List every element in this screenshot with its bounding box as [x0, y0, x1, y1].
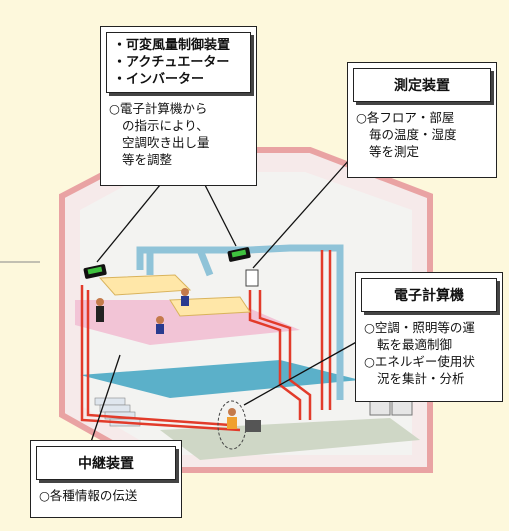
sensor-device: [245, 269, 259, 287]
desc-line: ○空調・照明等の運: [364, 320, 475, 335]
computer-description: ○空調・照明等の運 転を最適制御 ○エネルギー使用状 況を集計・分析: [356, 317, 502, 389]
person-figure: [181, 288, 189, 296]
actuator-box: ・可変風量制御装置 ・アクチュエーター ・インバーター ○電子計算機から の指示…: [100, 26, 257, 186]
desc-line: 転を最適制御: [377, 337, 453, 352]
ceiling-panel: [169, 296, 251, 317]
callout-lines: [89, 149, 361, 446]
ceiling-panel: [98, 274, 192, 296]
person-figure: [156, 324, 164, 334]
controller-device-right: [227, 247, 251, 262]
desc-line: ○エネルギー使用状: [364, 354, 475, 369]
computer-box: 電子計算機 ○空調・照明等の運 転を最適制御 ○エネルギー使用状 況を集計・分析: [355, 272, 503, 402]
person-figure: [181, 296, 189, 306]
measure-box: 測定装置 ○各フロア・部屋 毎の温度・湿度 等を測定: [347, 62, 497, 178]
desc-line: 空調吹き出し量: [122, 135, 210, 150]
person-figure: [96, 306, 104, 322]
relay-description: ○各種情報の伝送: [31, 485, 181, 506]
desc-line: ○各フロア・部屋: [356, 110, 455, 125]
measure-description: ○各フロア・部屋 毎の温度・湿度 等を測定: [348, 107, 496, 162]
operator-figure: [228, 408, 236, 416]
desc-line: ○電子計算機から: [109, 101, 208, 116]
actuator-description: ○電子計算機から の指示により、 空調吹き出し量 等を調整: [101, 98, 256, 170]
person-figure: [156, 316, 164, 324]
desc-line: 況を集計・分析: [377, 371, 465, 386]
desc-line: ○各種情報の伝送: [39, 488, 138, 503]
relay-box-title: 中継装置: [36, 446, 176, 480]
actuator-item: ・アクチュエーター: [113, 55, 230, 70]
controller-device-left: [83, 264, 107, 279]
control-cables: [80, 250, 332, 432]
actuator-item: ・可変風量制御装置: [113, 38, 231, 53]
desc-line: 毎の温度・湿度: [369, 127, 457, 142]
desc-line: 等を調整: [122, 152, 173, 167]
actuator-item: ・インバーター: [113, 72, 205, 87]
actuator-list: ・可変風量制御装置 ・アクチュエーター ・インバーター: [106, 32, 251, 93]
person-figure: [96, 298, 104, 306]
operator-figure: [227, 417, 237, 429]
computer-terminal: [245, 420, 261, 432]
desc-line: 等を測定: [369, 144, 420, 159]
measure-box-title: 測定装置: [353, 68, 491, 102]
relay-box: 中継装置 ○各種情報の伝送: [30, 440, 182, 518]
desc-line: の指示により、: [122, 118, 209, 133]
computer-box-title: 電子計算機: [361, 278, 497, 312]
